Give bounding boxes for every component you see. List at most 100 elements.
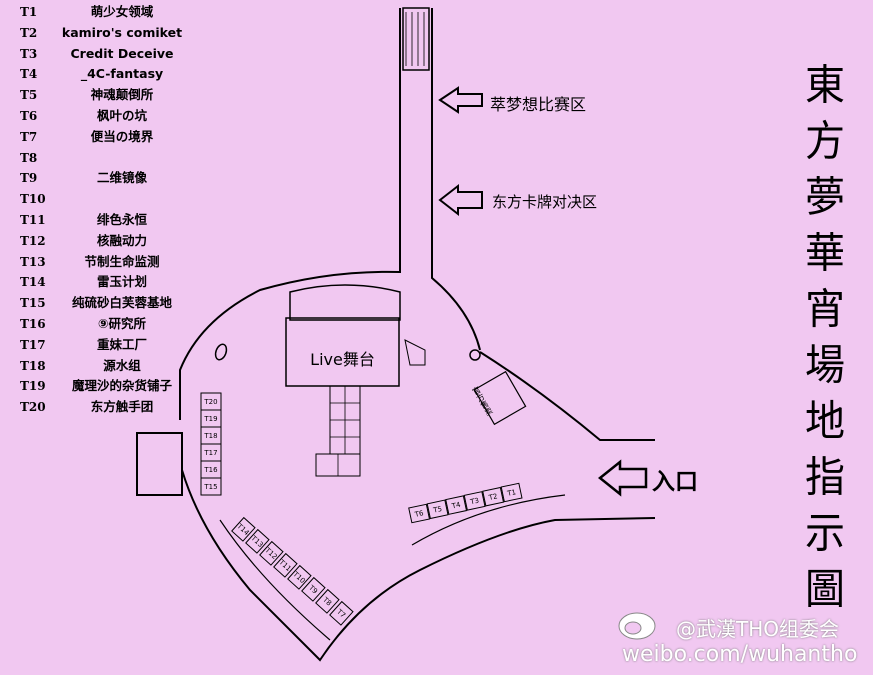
legend-row: T13 节制生命监测 bbox=[0, 252, 200, 272]
legend-row: T1 萌少女领域 bbox=[0, 2, 200, 22]
legend-booth-name: 东方触手团 bbox=[90, 399, 154, 415]
legend-booth-id: T13 bbox=[20, 254, 46, 269]
booth-box bbox=[329, 600, 354, 626]
booth-box bbox=[301, 576, 326, 602]
booth-label: T20 bbox=[203, 398, 217, 406]
legend-booth-name: 源水组 bbox=[103, 357, 141, 373]
booth-label: T16 bbox=[203, 466, 218, 474]
legend-booth-name: kamiro's comiket bbox=[61, 24, 183, 40]
legend-booth-name: 节制生命监测 bbox=[84, 253, 160, 269]
legend-booth-id: T1 bbox=[20, 5, 38, 19]
corridor-wall-right bbox=[431, 8, 481, 351]
booth-t17: T17 bbox=[200, 443, 222, 462]
legend-booth-id: T19 bbox=[20, 379, 46, 394]
watermark-url: weibo.com/wuhantho bbox=[622, 642, 858, 667]
legend-booth-id: T6 bbox=[20, 109, 38, 123]
booth-t8: T8 bbox=[315, 588, 340, 614]
booth-label: T18 bbox=[203, 432, 217, 440]
booth-label: T6 bbox=[413, 509, 425, 519]
title-char: 東 bbox=[805, 61, 845, 111]
legend-booth-id: T16 bbox=[20, 317, 46, 331]
booth-t15: T15 bbox=[200, 477, 222, 496]
stage-backdrop bbox=[289, 284, 401, 321]
booth-t6: T6 bbox=[408, 503, 431, 524]
zone-card-label: 东方卡牌对决区 bbox=[492, 193, 598, 211]
booth-t19: T19 bbox=[200, 409, 222, 428]
pillar bbox=[469, 349, 481, 361]
pillar bbox=[214, 343, 228, 361]
booth-box bbox=[500, 482, 523, 503]
watermark-handle: @武漢THO组委会 bbox=[676, 617, 839, 641]
legend-row: T2 kamiro's comiket bbox=[0, 23, 200, 43]
title-char: 地 bbox=[805, 397, 845, 447]
legend-booth-id: T18 bbox=[20, 358, 46, 373]
legend-booth-name: _4C-fantasy bbox=[80, 66, 164, 82]
title-char: 華 bbox=[805, 229, 845, 279]
booth-t13: T13 bbox=[245, 528, 270, 554]
legend-row: T12 核融动力 bbox=[0, 231, 200, 251]
legend-row: T10 bbox=[0, 189, 200, 209]
booth-t14: T14 bbox=[231, 516, 256, 542]
map-title: 東方夢華宵場地指示圖 bbox=[790, 58, 860, 618]
title-char: 圖 bbox=[805, 565, 845, 615]
legend-booth-id: T17 bbox=[20, 337, 46, 352]
legend-booth-id: T5 bbox=[20, 88, 38, 103]
title-char: 示 bbox=[805, 509, 845, 559]
booth-label: T17 bbox=[203, 449, 217, 457]
legend-booth-name: ⑨研究所 bbox=[97, 316, 147, 331]
legend-booth-id: T14 bbox=[20, 275, 46, 290]
booth-label: T4 bbox=[450, 501, 462, 511]
legend-booth-name: 二维镜像 bbox=[96, 170, 147, 186]
legend-booth-name: 萌少女领域 bbox=[90, 4, 154, 19]
booth-t3: T3 bbox=[463, 491, 486, 511]
legend-row: T8 bbox=[0, 148, 200, 168]
booth-t9: T9 bbox=[301, 576, 326, 602]
booth-t20: T20 bbox=[200, 392, 222, 411]
legend-booth-name: 绯色永恒 bbox=[96, 212, 147, 227]
booth-t10: T10 bbox=[287, 564, 312, 590]
title-char: 場 bbox=[805, 341, 845, 391]
title-char: 宵 bbox=[805, 285, 845, 335]
booth-label: T3 bbox=[469, 497, 480, 507]
arrow-entrance bbox=[597, 459, 648, 497]
booth-box bbox=[426, 499, 449, 520]
booth-box bbox=[273, 552, 298, 578]
entrance-wall-top bbox=[479, 351, 655, 441]
booth-t7: T7 bbox=[329, 600, 354, 626]
legend-booth-name: 枫叶の坑 bbox=[96, 108, 147, 123]
booth-label: T1 bbox=[506, 488, 517, 498]
stage-label: Live舞台 bbox=[310, 350, 375, 369]
booth-box bbox=[482, 486, 505, 507]
legend-booth-name: 核融动力 bbox=[96, 232, 147, 248]
legend-booth-id: T11 bbox=[20, 213, 46, 227]
booth-t16: T16 bbox=[200, 460, 222, 479]
zone-contest-label: 萃梦想比赛区 bbox=[490, 95, 587, 114]
legend-booth-id: T12 bbox=[20, 233, 46, 248]
booth-t1: T1 bbox=[500, 482, 523, 503]
legend-booth-id: T2 bbox=[20, 25, 38, 40]
title-char: 指 bbox=[805, 453, 845, 503]
booth-box bbox=[200, 477, 222, 496]
legend-booth-id: T8 bbox=[20, 150, 38, 165]
title-char: 夢 bbox=[805, 173, 845, 223]
booth-box bbox=[445, 495, 468, 515]
legend-booth-id: T10 bbox=[20, 192, 46, 207]
legend-booth-id: T7 bbox=[20, 129, 38, 144]
title-char: 方 bbox=[805, 117, 845, 167]
outer-wall-bottom bbox=[181, 469, 656, 662]
escalator-top bbox=[402, 7, 430, 71]
legend-row: T11 绯色永恒 bbox=[0, 210, 200, 230]
booth-label: T19 bbox=[203, 415, 217, 423]
arrow-card bbox=[438, 183, 483, 217]
booth-t2: T2 bbox=[482, 486, 505, 507]
official-booth bbox=[473, 370, 527, 426]
booth-t18: T18 bbox=[200, 426, 222, 445]
weibo-logo-icon bbox=[618, 612, 656, 640]
legend-booth-name: 纯硫砂白芙蓉基地 bbox=[71, 295, 172, 311]
